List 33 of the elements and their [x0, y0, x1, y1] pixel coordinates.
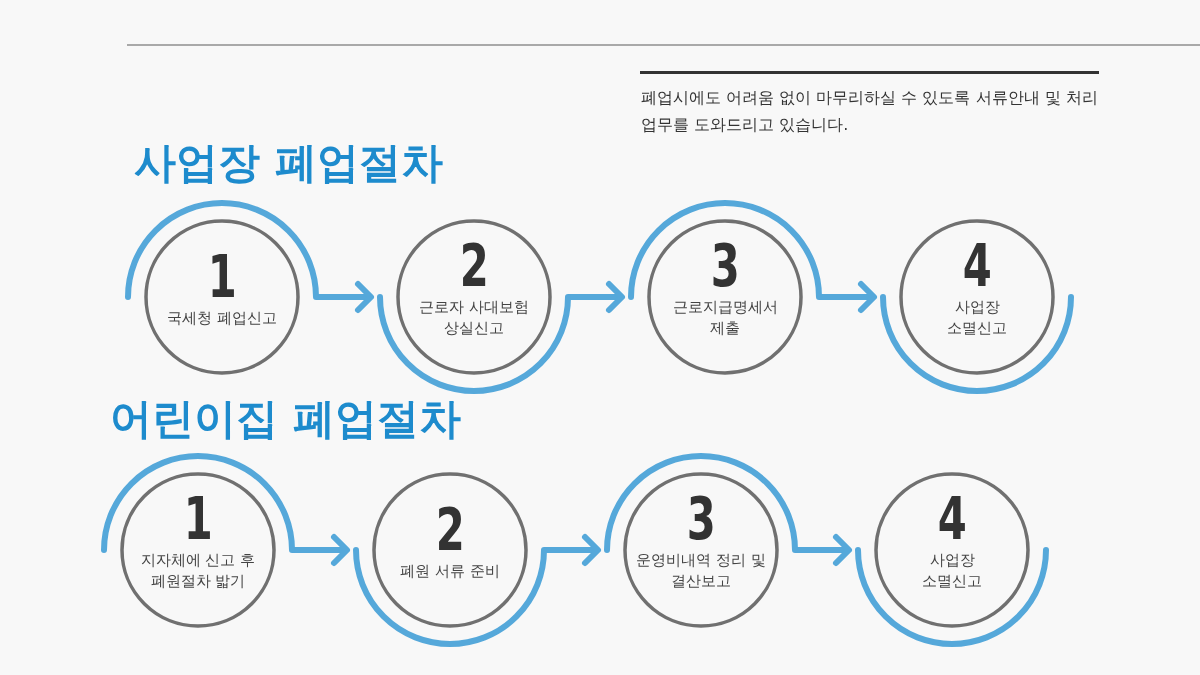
step-number: 3 [710, 241, 740, 291]
step-number: 3 [686, 494, 716, 544]
step-circle [855, 472, 1049, 647]
step-number: 1 [207, 251, 237, 302]
arrow [544, 534, 601, 566]
arrow [819, 281, 877, 313]
step-label: 운영비내역 정리 및 결산보고 [635, 550, 767, 592]
arrow [292, 534, 350, 566]
step-label: 지자체에 신고 후 폐원절차 밟기 [139, 550, 257, 592]
step-circle [604, 453, 798, 628]
step-number: 2 [435, 504, 465, 555]
step-label: 사업장 소멸신고 [921, 550, 983, 592]
arrow [316, 281, 374, 313]
step-circle [125, 200, 319, 375]
step-number: 4 [937, 494, 967, 544]
step-label: 근로지급명세서 제출 [671, 297, 779, 339]
step-circle [880, 219, 1074, 394]
step-label: 폐원 서류 준비 [400, 560, 500, 582]
step-number: 1 [183, 494, 213, 544]
step-label: 국세청 폐업신고 [167, 307, 277, 329]
step-circle [628, 200, 822, 375]
step-circle [101, 453, 295, 628]
step-label: 사업장 소멸신고 [946, 297, 1008, 339]
step-label: 근로자 사대보험 상실신고 [418, 297, 530, 339]
arrow [795, 534, 852, 566]
step-number: 4 [962, 241, 992, 291]
arrow [568, 281, 625, 313]
intro-text: 폐업시에도 어려움 없이 마무리하실 수 있도록 서류안내 및 처리 업무를 도와드리고 있습니다. [641, 87, 1099, 136]
step-number: 2 [459, 241, 489, 291]
step-circle [353, 472, 547, 647]
section-heading: 사업장 폐업절차 [134, 140, 443, 187]
section-heading: 어린이집 폐업절차 [110, 396, 461, 443]
step-circle [377, 219, 571, 394]
